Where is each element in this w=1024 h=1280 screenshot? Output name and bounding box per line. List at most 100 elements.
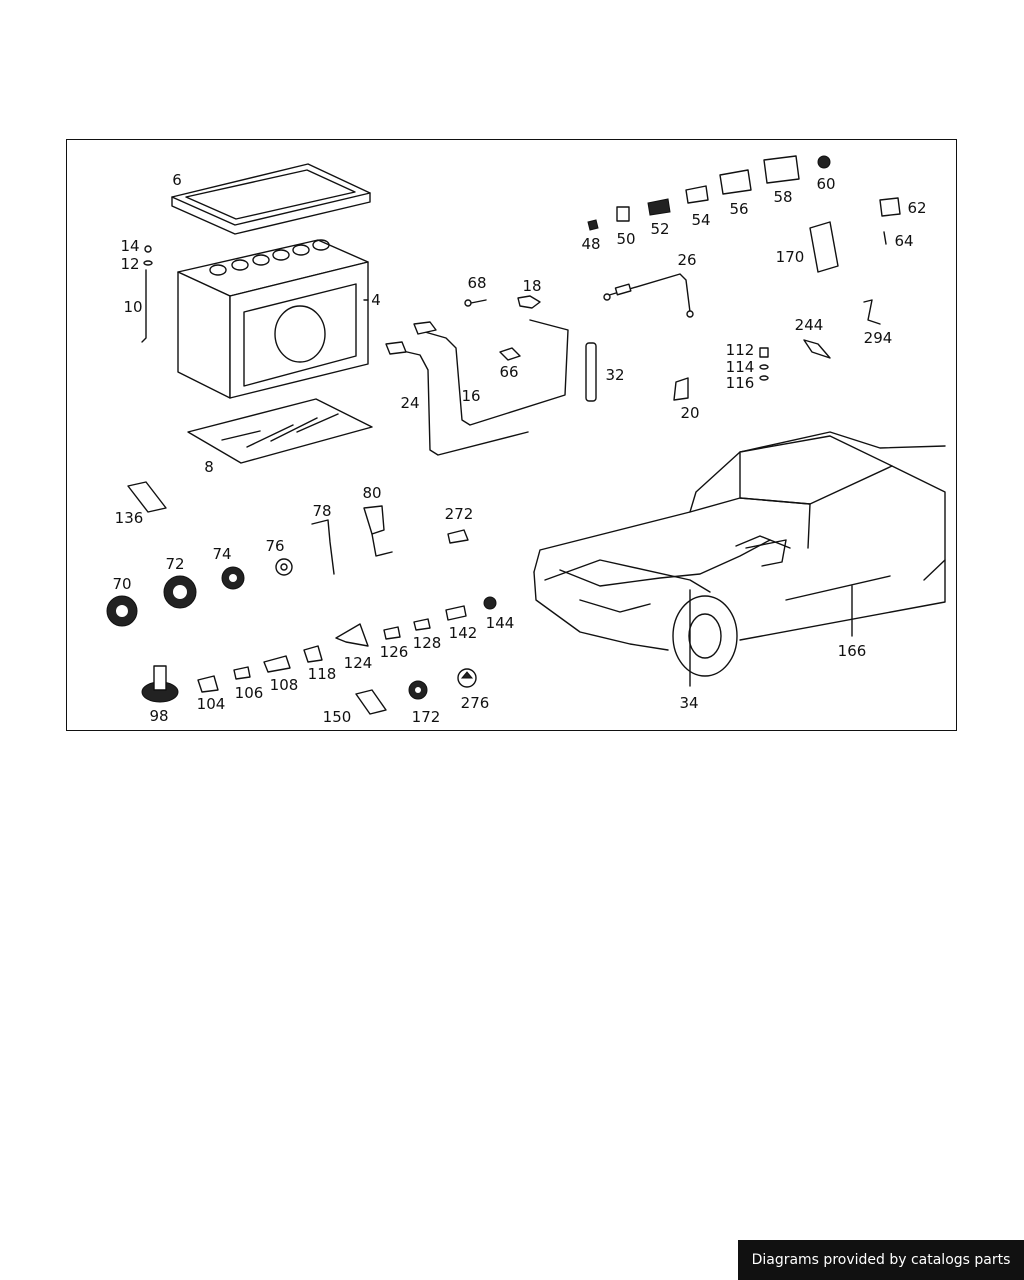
callout-272: 272 xyxy=(445,505,474,523)
part-clip-142 xyxy=(445,605,467,621)
callout-126: 126 xyxy=(380,643,409,661)
callout-108: 108 xyxy=(270,676,299,694)
callout-34: 34 xyxy=(679,694,698,712)
callout-14: 14 xyxy=(120,237,139,255)
callout-74: 74 xyxy=(212,545,231,563)
callout-16: 16 xyxy=(461,387,480,405)
part-rubber-boot-80 xyxy=(363,505,393,557)
callout-56: 56 xyxy=(729,200,748,218)
callout-128: 128 xyxy=(413,634,442,652)
callout-294: 294 xyxy=(864,329,893,347)
callout-244: 244 xyxy=(795,316,824,334)
part-clip-106 xyxy=(233,666,251,680)
part-battery-cable-16 xyxy=(413,319,569,426)
part-bolt-washers xyxy=(759,347,769,381)
callout-78: 78 xyxy=(312,502,331,520)
callout-labels: 6 14 12 10 4 8 68 18 16 24 66 32 20 26 4… xyxy=(112,171,926,726)
part-sleeve-32 xyxy=(585,342,597,402)
part-relay-62 xyxy=(879,197,901,217)
part-connector-58 xyxy=(763,155,800,184)
part-clip-128 xyxy=(413,618,431,631)
callout-50: 50 xyxy=(616,230,635,248)
part-clip-108 xyxy=(263,655,291,673)
callout-8: 8 xyxy=(204,458,214,476)
callout-150: 150 xyxy=(323,708,352,726)
credit-banner: Diagrams provided by catalogs parts xyxy=(738,1240,1024,1280)
callout-114: 114 xyxy=(726,358,755,376)
callout-104: 104 xyxy=(197,695,226,713)
part-ground-strap-26 xyxy=(603,273,694,318)
callout-54: 54 xyxy=(691,211,710,229)
part-battery xyxy=(177,239,369,399)
part-clip-124 xyxy=(335,623,369,647)
callout-6: 6 xyxy=(172,171,182,189)
car-wiring-harness xyxy=(559,535,791,613)
part-clip-272 xyxy=(447,529,469,544)
part-clip-104 xyxy=(197,675,219,693)
callout-66: 66 xyxy=(499,363,518,381)
callout-48: 48 xyxy=(581,235,600,253)
callout-60: 60 xyxy=(816,175,835,193)
callout-144: 144 xyxy=(486,614,515,632)
callout-80: 80 xyxy=(362,484,381,502)
part-50 xyxy=(616,206,630,222)
part-fuse-box-170 xyxy=(809,221,839,273)
callout-106: 106 xyxy=(235,684,264,702)
part-cap-276 xyxy=(457,668,477,688)
part-cable-eye-68 xyxy=(464,299,487,307)
part-connector-150 xyxy=(355,689,387,715)
callout-12: 12 xyxy=(120,255,139,273)
part-hold-down-rod xyxy=(141,269,147,343)
callout-32: 32 xyxy=(605,366,624,384)
callout-18: 18 xyxy=(522,277,541,295)
callout-26: 26 xyxy=(677,251,696,269)
car-outline xyxy=(533,431,946,677)
callout-20: 20 xyxy=(680,404,699,422)
callout-166: 166 xyxy=(838,642,867,660)
part-nut-washer xyxy=(143,245,153,266)
part-rubber-boot-78 xyxy=(311,519,335,575)
callout-112: 112 xyxy=(726,341,755,359)
callout-136: 136 xyxy=(115,509,144,527)
part-bracket-20 xyxy=(673,377,689,401)
callout-4: 4 xyxy=(371,291,381,309)
part-64 xyxy=(883,231,887,245)
callout-24: 24 xyxy=(400,394,419,412)
callout-116: 116 xyxy=(726,374,755,392)
callout-118: 118 xyxy=(308,665,337,683)
callout-124: 124 xyxy=(344,654,373,672)
part-grommet-70 xyxy=(106,595,138,627)
part-cover-136 xyxy=(127,481,167,513)
part-clip-126 xyxy=(383,626,401,640)
callout-62: 62 xyxy=(907,199,926,217)
diagram-frame xyxy=(66,139,957,731)
part-grommet-144 xyxy=(483,596,497,610)
part-battery-mat xyxy=(187,398,373,464)
callout-142: 142 xyxy=(449,624,478,642)
callout-172: 172 xyxy=(412,708,441,726)
part-grommet-172 xyxy=(408,680,428,700)
callout-52: 52 xyxy=(650,220,669,238)
callout-64: 64 xyxy=(894,232,913,250)
part-connector-54 xyxy=(685,185,709,204)
callout-58: 58 xyxy=(773,188,792,206)
part-battery-cover-frame xyxy=(171,163,371,235)
part-grommet-76 xyxy=(275,558,293,576)
part-grommet-74 xyxy=(221,566,245,590)
part-grommet-72 xyxy=(163,575,197,609)
callout-276: 276 xyxy=(461,694,490,712)
callout-72: 72 xyxy=(165,555,184,573)
callout-10: 10 xyxy=(123,298,142,316)
part-clamp-66 xyxy=(499,347,521,361)
part-grommet-60 xyxy=(817,155,831,169)
part-clip-118 xyxy=(303,645,323,663)
callout-76: 76 xyxy=(265,537,284,555)
callout-170: 170 xyxy=(776,248,805,266)
callout-68: 68 xyxy=(467,274,486,292)
part-bracket-294 xyxy=(863,299,881,325)
part-48 xyxy=(587,219,599,231)
callout-70: 70 xyxy=(112,575,131,593)
callout-98: 98 xyxy=(149,707,168,725)
part-connector-56 xyxy=(719,169,752,195)
